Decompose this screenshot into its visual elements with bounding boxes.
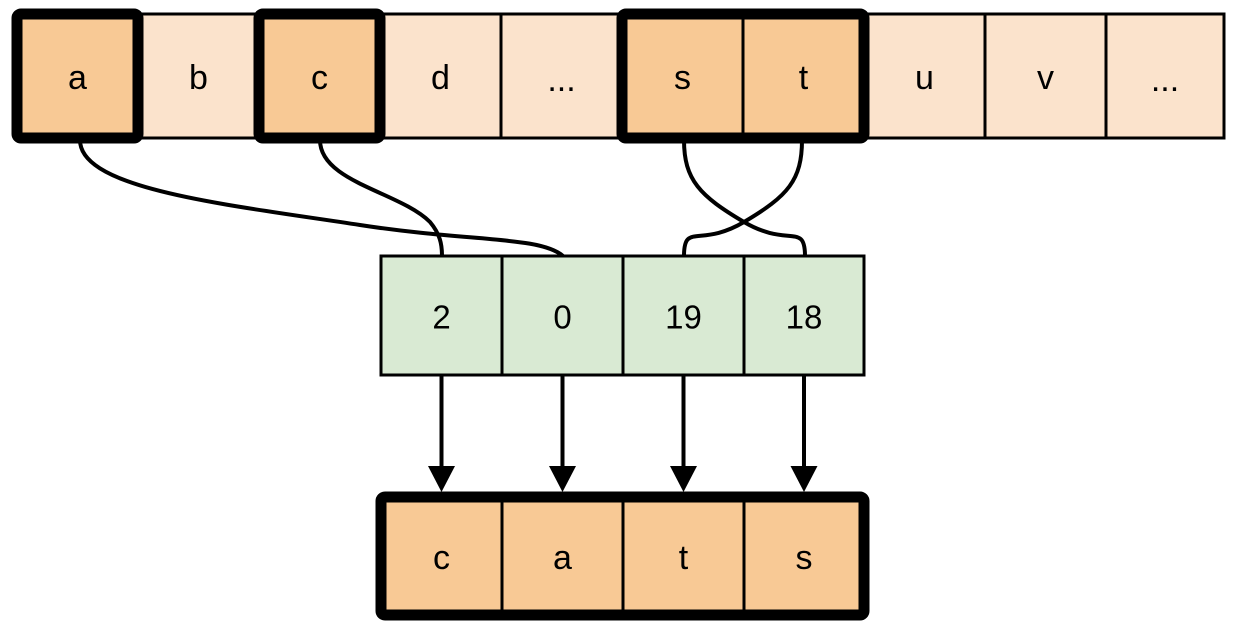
index-strip: 2 0 19 18	[379, 254, 866, 377]
alphabet-cell-0-label: a	[68, 59, 87, 97]
index-cell-3[interactable]	[742, 254, 866, 377]
alphabet-strip: a b c d ... s t u v ...	[15, 12, 1226, 140]
alphabet-cell-9-label: ...	[1151, 61, 1179, 99]
alphabet-cell-1-label: b	[189, 59, 208, 97]
connector-a-to-0	[78, 139, 565, 258]
highlight-a	[11, 8, 144, 144]
output-strip: c a t s	[375, 491, 870, 621]
output-cell-2-label: t	[679, 539, 689, 577]
alphabet-cell-8[interactable]	[983, 12, 1108, 140]
output-cell-1-label: a	[553, 539, 572, 577]
alphabet-cell-7-label: u	[915, 59, 934, 97]
arrow-2-to-c-head	[428, 466, 455, 492]
index-cell-2-label: 19	[665, 299, 702, 336]
connector-group	[78, 139, 807, 258]
alphabet-highlight-outlines	[11, 8, 870, 144]
alphabet-cell-1[interactable]	[136, 12, 261, 140]
alphabet-cell-2-label: c	[311, 59, 328, 97]
alphabet-cell-2[interactable]	[257, 12, 382, 140]
index-cell-2[interactable]	[621, 254, 746, 377]
highlight-c	[253, 8, 386, 144]
connector-s-to-18	[682, 139, 807, 257]
index-cell-3-label: 18	[786, 299, 823, 336]
arrow-18-to-s-head	[790, 466, 818, 492]
alphabet-cell-3-label: d	[431, 59, 450, 97]
connector-c-to-2	[318, 139, 444, 257]
arrow-19-to-t-head	[670, 466, 697, 492]
alphabet-cell-4[interactable]	[499, 12, 624, 140]
connector-t-to-19	[682, 139, 804, 257]
highlight-st	[616, 8, 870, 144]
alphabet-cell-8-label: v	[1037, 59, 1054, 97]
index-cell-1[interactable]	[500, 254, 625, 377]
arrow-group	[428, 375, 818, 492]
output-cell-2[interactable]	[621, 495, 746, 617]
output-cell-3-label: s	[796, 539, 813, 577]
index-cell-0-label: 2	[432, 299, 450, 336]
index-cell-1-label: 0	[553, 299, 571, 336]
output-strip-outline	[375, 491, 870, 621]
alphabet-cell-5-label: s	[674, 59, 691, 97]
arrow-0-to-a-head	[549, 466, 576, 492]
alphabet-cell-9[interactable]	[1104, 12, 1226, 140]
alphabet-cell-4-label: ...	[547, 61, 575, 99]
output-cell-0-label: c	[433, 539, 450, 577]
output-cell-0[interactable]	[379, 495, 504, 617]
alphabet-cell-6-label: t	[799, 59, 809, 97]
